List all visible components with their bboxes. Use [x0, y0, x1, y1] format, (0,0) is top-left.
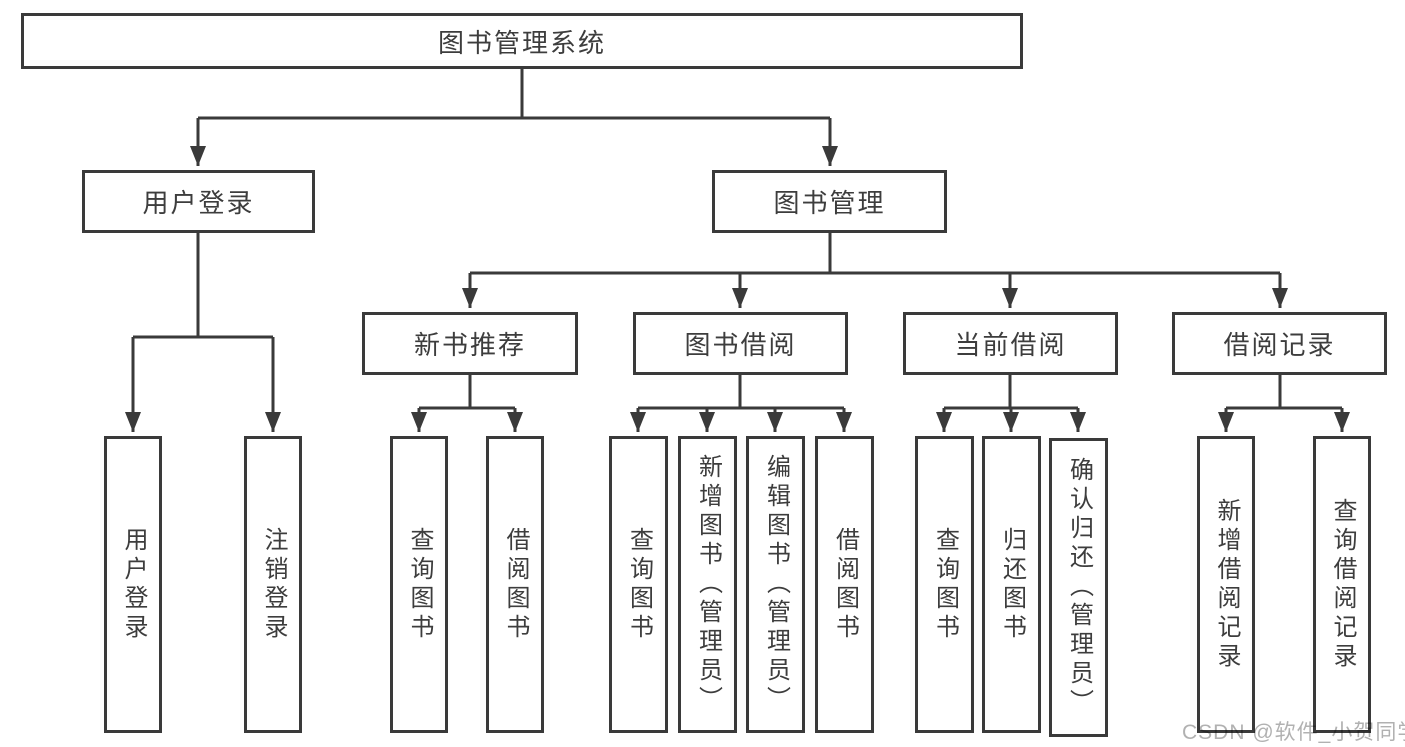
- node-book-management: 图书管理: [712, 170, 947, 233]
- leaf-recommend-borrow-books-label: 借阅图书: [502, 526, 529, 643]
- leaf-query-borrow-record-label: 查询借阅记录: [1329, 497, 1356, 672]
- leaf-edit-books-admin: 编辑图书（管理员）: [746, 436, 805, 733]
- node-new-book-recommend-label: 新书推荐: [413, 330, 526, 360]
- leaf-query-borrow-record: 查询借阅记录: [1313, 436, 1371, 733]
- node-current-borrow: 当前借阅: [903, 312, 1118, 375]
- node-library-system-label: 图书管理系统: [437, 27, 606, 58]
- leaf-return-books: 归还图书: [982, 436, 1041, 733]
- leaf-add-borrow-record-label: 新增借阅记录: [1213, 497, 1240, 672]
- leaf-recommend-borrow-books: 借阅图书: [486, 436, 544, 733]
- leaf-borrow-query-books-label: 查询图书: [625, 526, 653, 643]
- leaf-recommend-query-books: 查询图书: [390, 436, 448, 733]
- node-user-login-label: 用户登录: [142, 188, 255, 218]
- leaf-borrow-books-label: 借阅图书: [831, 526, 859, 643]
- leaf-borrow-query-books: 查询图书: [609, 436, 668, 733]
- node-borrow-records-label: 借阅记录: [1223, 330, 1336, 360]
- leaf-current-query-books: 查询图书: [915, 436, 974, 733]
- leaf-add-borrow-record: 新增借阅记录: [1197, 436, 1255, 733]
- node-book-management-label: 图书管理: [773, 188, 886, 218]
- leaf-confirm-return-admin: 确认归还（管理员）: [1049, 438, 1108, 737]
- leaf-add-books-admin-label: 新增图书（管理员）: [694, 454, 722, 715]
- leaf-confirm-return-admin-label: 确认归还（管理员）: [1065, 457, 1093, 718]
- node-book-borrow: 图书借阅: [633, 312, 848, 375]
- leaf-return-books-label: 归还图书: [998, 526, 1026, 643]
- node-library-system: 图书管理系统: [21, 13, 1023, 69]
- leaf-recommend-query-books-label: 查询图书: [406, 526, 433, 643]
- node-user-login: 用户登录: [82, 170, 315, 233]
- leaf-add-books-admin: 新增图书（管理员）: [678, 436, 737, 733]
- leaf-user-login: 用户登录: [104, 436, 162, 733]
- leaf-borrow-books: 借阅图书: [815, 436, 874, 733]
- csdn-watermark: CSDN @软件_小贺同学: [1182, 721, 1405, 744]
- leaf-logout: 注销登录: [244, 436, 302, 733]
- leaf-logout-label: 注销登录: [260, 526, 287, 643]
- node-book-borrow-label: 图书借阅: [684, 330, 797, 360]
- leaf-current-query-books-label: 查询图书: [931, 526, 959, 643]
- node-borrow-records: 借阅记录: [1172, 312, 1387, 375]
- node-new-book-recommend: 新书推荐: [362, 312, 578, 375]
- leaf-user-login-label: 用户登录: [120, 526, 147, 643]
- node-current-borrow-label: 当前借阅: [954, 330, 1067, 360]
- leaf-edit-books-admin-label: 编辑图书（管理员）: [762, 454, 790, 715]
